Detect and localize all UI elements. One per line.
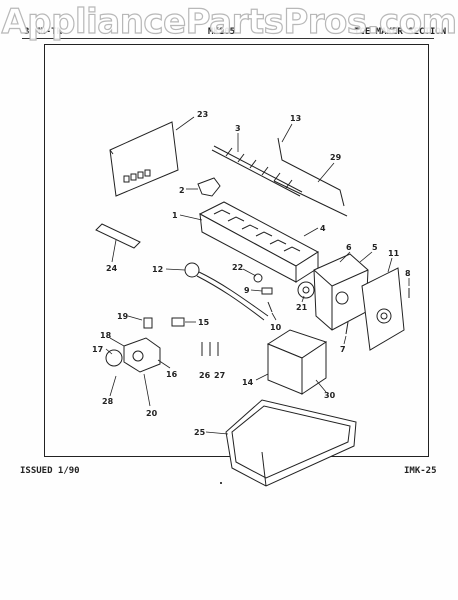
callout-23: 23 <box>197 110 208 119</box>
callout-14: 14 <box>242 378 254 387</box>
part-2-bracket <box>186 177 221 197</box>
callout-3: 3 <box>235 124 241 133</box>
callout-1: 1 <box>172 211 178 220</box>
header-rule <box>22 38 434 39</box>
part-10-screw <box>267 301 277 321</box>
callout-19: 19 <box>117 312 129 321</box>
callout-9: 9 <box>244 286 250 295</box>
callout-30: 30 <box>324 391 336 400</box>
callout-10: 10 <box>270 323 282 332</box>
callout-22: 22 <box>232 263 243 272</box>
callout-6: 6 <box>346 243 352 252</box>
part-24-heater <box>95 223 141 263</box>
part-19-fitting <box>127 315 153 329</box>
callout-13: 13 <box>290 114 301 123</box>
part-1-mold <box>179 201 319 283</box>
callout-27: 27 <box>214 371 225 380</box>
part-11-cover <box>361 257 405 351</box>
header-kit: MK105 <box>208 27 236 37</box>
callout-20: 20 <box>146 409 158 418</box>
callout-11: 11 <box>388 249 400 258</box>
header-model: 3 MN-TR <box>24 27 62 37</box>
part-23-panel <box>109 116 195 197</box>
callout-25: 25 <box>194 428 206 437</box>
page-code: IMK-25 <box>404 466 437 476</box>
callout-2: 2 <box>179 186 185 195</box>
callout-18: 18 <box>100 331 112 340</box>
callout-16: 16 <box>166 370 178 379</box>
part-7-screw <box>343 321 349 345</box>
callout-15: 15 <box>198 318 210 327</box>
part-12-thermostat <box>165 262 269 321</box>
callout-29: 29 <box>330 153 342 162</box>
watermark: AppliancePartsPros.com <box>1 1 458 42</box>
page-dot <box>220 482 222 484</box>
part-26-27-screws <box>201 342 219 356</box>
callout-24: 24 <box>106 264 118 273</box>
callout-7: 7 <box>340 345 346 354</box>
part-22-cap <box>242 268 263 283</box>
callout-8: 8 <box>405 269 411 278</box>
part-13-arm <box>277 123 345 207</box>
part-25-ice-bucket <box>205 399 357 487</box>
part-14-box <box>255 329 328 395</box>
part-3-ejector <box>211 133 303 197</box>
callout-17: 17 <box>92 345 103 354</box>
callout-4: 4 <box>320 224 326 233</box>
callout-26: 26 <box>199 371 211 380</box>
issued-date: ISSUED 1/90 <box>20 466 80 476</box>
callout-5: 5 <box>372 243 378 252</box>
part-29-rod <box>273 162 348 217</box>
part-21-gear <box>297 281 315 303</box>
part-15-fitting <box>171 317 196 327</box>
callout-12: 12 <box>152 265 163 274</box>
callout-21: 21 <box>296 303 308 312</box>
header-section: ICE MAKER SECTION <box>354 27 447 37</box>
part-16-water-valve <box>105 337 171 407</box>
part-9-clip <box>250 287 273 295</box>
callout-28: 28 <box>102 397 114 406</box>
